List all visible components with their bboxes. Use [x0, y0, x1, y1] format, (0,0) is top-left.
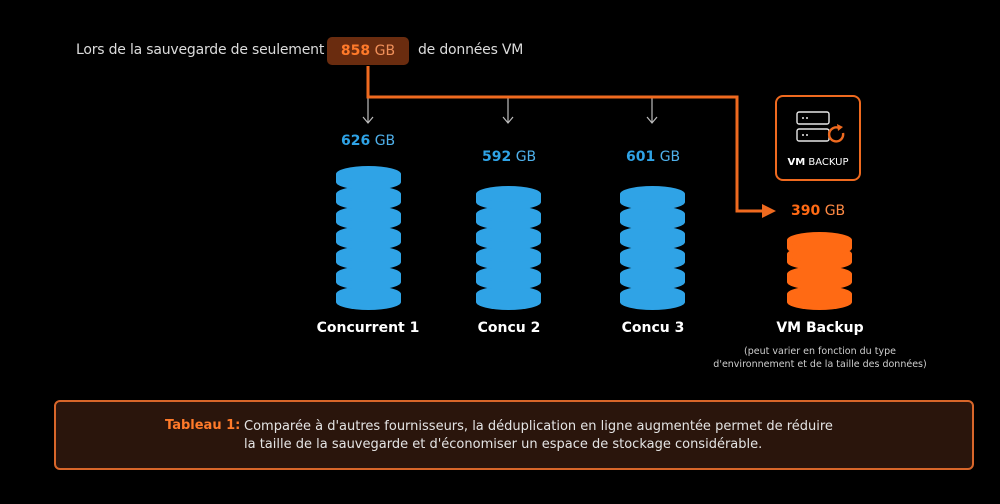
source-size-badge: 858 GB: [327, 37, 409, 65]
intro-text-after: de données VM: [418, 42, 524, 58]
bar-value-vm-backup: 390 GB: [791, 203, 846, 219]
vm-backup-logo-label: VM BACKUP: [787, 157, 849, 168]
bar-label-concu-2: Concu 2: [477, 320, 541, 336]
database-icon-concu-3: [620, 186, 685, 310]
caption-title: Tableau 1:: [165, 418, 241, 433]
down-arrows: [362, 97, 658, 124]
source-size-value: 858: [340, 43, 371, 59]
bar-value-concurrent-1: 626 GB: [341, 133, 396, 149]
caption-box: Tableau 1: Comparée à d'autres fournisse…: [54, 400, 974, 470]
bar-label-concurrent-1: Concurrent 1: [316, 320, 420, 336]
vm-backup-note: (peut varier en fonction du type d'envir…: [713, 346, 927, 370]
vm-backup-logo-box: VM BACKUP: [775, 95, 861, 181]
database-icon-vm-backup: [787, 232, 852, 310]
bar-value-concu-3: 601 GB: [626, 149, 681, 165]
bar-value-concu-2: 592 GB: [482, 149, 537, 165]
database-icon-concu-2: [476, 186, 541, 310]
bar-label-vm-backup: VM Backup: [776, 320, 864, 336]
bar-label-concu-3: Concu 3: [621, 320, 685, 336]
source-size-unit: GB: [374, 43, 396, 59]
database-icon-concurrent-1: [336, 166, 401, 310]
intro-text-before: Lors de la sauvegarde de seulement: [76, 42, 325, 58]
server-backup-icon: [796, 111, 845, 143]
caption-text: Comparée à d'autres fournisseurs, la déd…: [244, 419, 833, 452]
